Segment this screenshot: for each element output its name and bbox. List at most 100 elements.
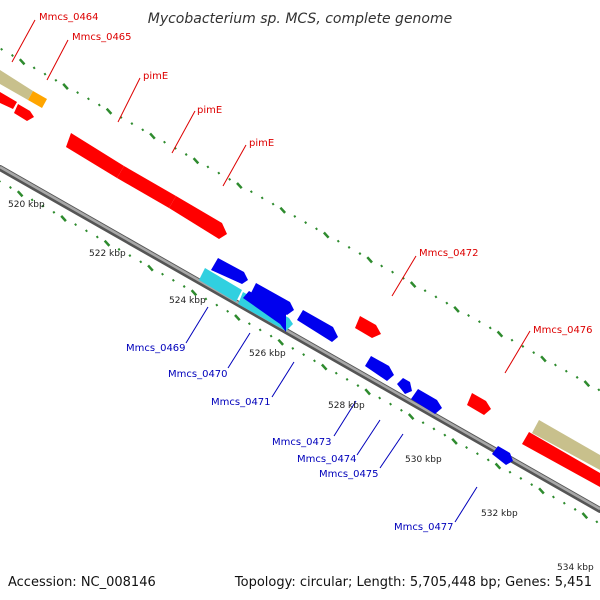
minor-tick	[508, 470, 512, 474]
gene-label: Mmcs_0470	[168, 369, 228, 380]
gene-feature-cyan	[199, 268, 242, 302]
minor-tick	[445, 301, 449, 305]
minor-tick	[52, 210, 56, 214]
gene-feature	[14, 104, 34, 121]
major-tick	[60, 215, 67, 222]
gene-feature	[492, 446, 513, 465]
minor-tick	[313, 359, 316, 363]
gene-feature	[297, 310, 338, 342]
minor-tick	[347, 245, 351, 249]
gene-label: pimE	[249, 138, 274, 149]
minor-tick	[519, 476, 523, 480]
gene-feature	[467, 393, 491, 415]
gene-feature	[250, 283, 294, 315]
minor-tick	[226, 309, 230, 313]
minor-tick	[575, 375, 579, 379]
major-tick	[320, 363, 328, 371]
minor-tick	[0, 47, 4, 51]
gene-label: pimE	[143, 71, 168, 82]
major-tick	[62, 83, 69, 90]
minor-tick	[336, 239, 340, 243]
minor-tick	[510, 338, 514, 342]
major-tick	[103, 239, 111, 247]
minor-tick	[477, 320, 481, 324]
major-tick	[583, 380, 591, 388]
minor-tick	[161, 272, 164, 276]
gene-label: Mmcs_0472	[419, 248, 479, 259]
minor-tick	[204, 297, 208, 301]
gene-feature	[522, 432, 600, 487]
major-tick	[16, 190, 24, 198]
minor-tick	[595, 520, 599, 524]
minor-tick	[475, 452, 479, 456]
major-tick	[149, 132, 156, 140]
minor-tick	[84, 229, 88, 233]
minor-tick	[421, 421, 425, 425]
scale-label: 528 kbp	[328, 401, 365, 411]
major-tick	[366, 256, 373, 264]
gene-feature-khaki	[532, 420, 600, 470]
gene-feature-khaki	[0, 70, 33, 100]
minor-tick	[315, 227, 318, 231]
gene-label: Mmcs_0464	[39, 12, 99, 23]
gene-feature-orange	[28, 91, 47, 108]
minor-tick	[562, 501, 566, 505]
minor-tick	[95, 235, 99, 239]
gene-feature	[243, 291, 286, 332]
minor-tick	[247, 322, 251, 326]
minor-tick	[443, 433, 447, 437]
major-tick	[192, 157, 200, 165]
scale-label: 526 kbp	[249, 349, 286, 359]
scale-label: 532 kbp	[481, 509, 518, 519]
gene-feature	[66, 133, 124, 178]
major-tick	[105, 107, 113, 115]
major-tick	[453, 305, 460, 313]
minor-tick	[358, 252, 362, 256]
minor-tick	[43, 72, 47, 76]
minor-tick	[345, 377, 349, 381]
major-tick	[279, 206, 287, 214]
gene-feature	[0, 92, 17, 109]
major-tick	[409, 281, 417, 289]
scale-ticks	[0, 47, 600, 524]
minor-tick	[86, 97, 90, 101]
major-tick	[581, 512, 589, 520]
minor-tick	[293, 214, 297, 218]
minor-tick	[206, 165, 210, 169]
minor-tick	[217, 171, 221, 175]
gene-label: Mmcs_0465	[72, 32, 132, 43]
minor-tick	[97, 103, 101, 107]
gene-feature	[355, 316, 381, 338]
minor-tick	[465, 446, 469, 449]
minor-tick	[573, 507, 577, 511]
minor-tick	[258, 328, 262, 332]
minor-tick	[432, 427, 436, 431]
gene-label: Mmcs_0473	[272, 437, 332, 448]
minor-tick	[488, 326, 492, 330]
minor-tick	[467, 314, 471, 317]
major-tick	[190, 289, 198, 297]
minor-tick	[597, 388, 600, 392]
gene-label: Mmcs_0474	[297, 454, 357, 465]
minor-tick	[141, 128, 145, 132]
major-tick	[147, 264, 154, 272]
minor-tick	[399, 408, 403, 412]
gene-label: Mmcs_0476	[533, 325, 593, 336]
leader-lines-bottom	[185, 306, 478, 523]
major-tick	[451, 437, 458, 445]
minor-tick	[553, 363, 557, 367]
major-tick	[407, 413, 415, 421]
major-tick	[236, 182, 243, 190]
major-tick	[277, 338, 285, 346]
minor-tick	[32, 66, 36, 70]
minor-tick	[434, 295, 438, 299]
gene-label: Mmcs_0477	[394, 522, 454, 533]
minor-tick	[117, 247, 121, 251]
gene-feature	[169, 196, 227, 239]
gene-feature	[365, 356, 394, 381]
leader-lines-top	[11, 19, 531, 374]
minor-tick	[184, 153, 188, 156]
minor-tick	[8, 186, 12, 189]
minor-tick	[304, 221, 308, 225]
